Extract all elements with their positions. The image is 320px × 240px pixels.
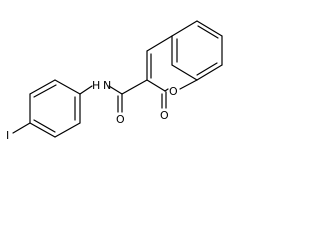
coumarin-pyranone-ring (146, 35, 198, 109)
bond (146, 79, 166, 92)
amide-hydrogen-label: H (92, 79, 100, 92)
bond (121, 79, 148, 95)
double-bond (33, 119, 56, 133)
double-bond (33, 84, 57, 98)
coumarin-benzene-ring (171, 20, 223, 81)
ring-oxygen-label: O (169, 85, 178, 98)
amide-oxygen-label: O (116, 113, 125, 126)
bond (54, 122, 81, 138)
bond (29, 79, 56, 95)
bond (146, 35, 173, 52)
bond (179, 79, 198, 90)
bond (196, 20, 223, 37)
bond (54, 79, 81, 95)
bond (12, 122, 31, 134)
bond (164, 88, 169, 92)
amide-group (108, 79, 148, 113)
bond (196, 64, 223, 81)
lactone-oxygen-label: O (160, 109, 169, 122)
bond (171, 20, 198, 37)
chemical-structure: O O O N H I (6, 20, 223, 142)
double-bond (196, 62, 218, 76)
bond (108, 85, 123, 95)
amide-nitrogen-label: N (103, 79, 111, 92)
bond (79, 85, 93, 95)
iodine-label: I (6, 129, 9, 142)
bond (29, 122, 56, 138)
double-bond (197, 25, 219, 39)
iodophenyl-ring (12, 79, 93, 138)
bond (171, 64, 198, 81)
